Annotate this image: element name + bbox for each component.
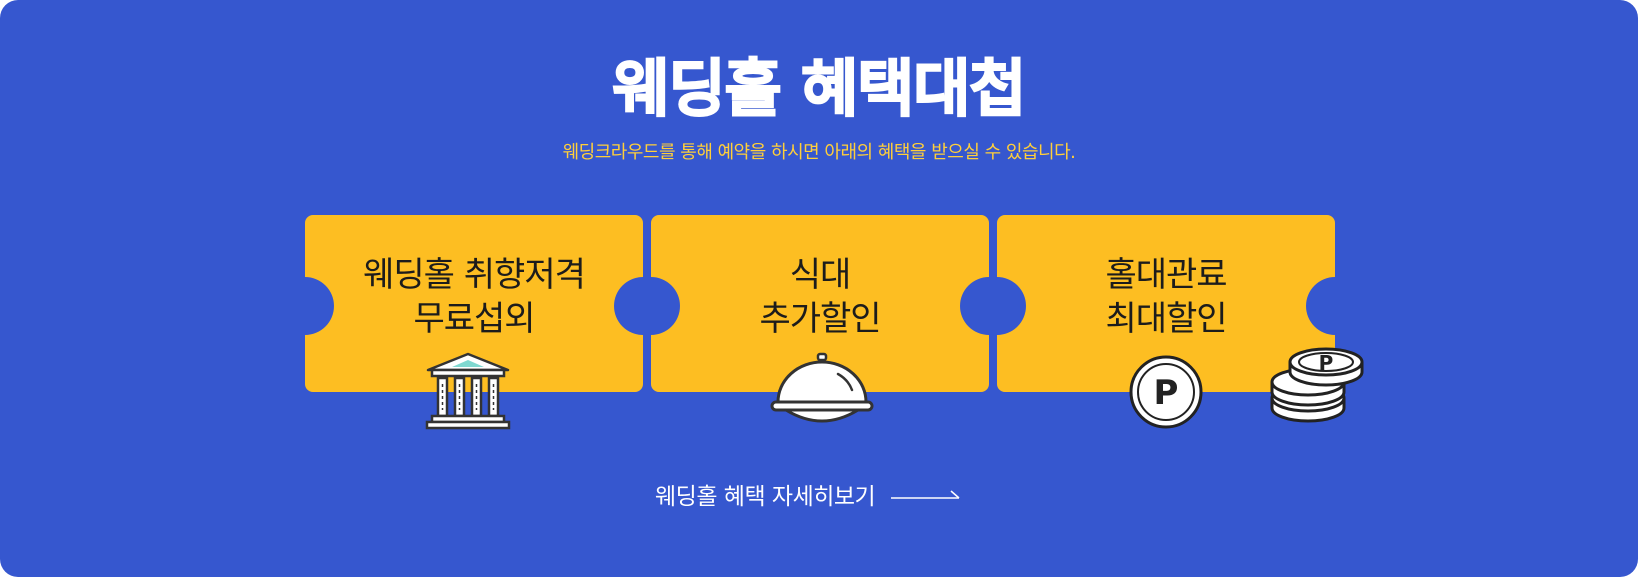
ticket-label-line2: 무료섭외	[413, 299, 535, 339]
ticket-label-line1: 식대	[789, 255, 852, 295]
banner-title: 웨딩홀 혜택대첩	[612, 51, 1028, 126]
ticket-label: 식대 추가할인	[671, 253, 969, 341]
coin-letter: P	[1319, 351, 1334, 375]
ticket-shape	[651, 215, 989, 392]
ticket-label-line1: 웨딩홀 취향저격	[363, 255, 586, 295]
view-benefits-link[interactable]: 웨딩홀 혜택 자세히보기	[655, 476, 961, 512]
ticket-label-line2: 최대할인	[1105, 299, 1227, 339]
ticket-meal-discount: 식대 추가할인	[651, 215, 989, 392]
cloche-icon	[770, 352, 874, 423]
ticket-free-venue: 웨딩홀 취향저격 무료섭외	[305, 215, 643, 392]
ticket-shape	[305, 215, 643, 392]
view-benefits-label: 웨딩홀 혜택 자세히보기	[655, 484, 876, 510]
ticket-label-line1: 홀대관료	[1105, 255, 1227, 295]
ticket-shape	[997, 215, 1335, 392]
ticket-label-line2: 추가할인	[759, 299, 881, 339]
coin-icon: P	[1129, 355, 1203, 429]
coin-letter: P	[1154, 373, 1179, 413]
banner-subtitle: 웨딩크라우드를 통해 예약을 하시면 아래의 혜택을 받으실 수 있습니다.	[562, 142, 1076, 163]
coins-icon: P	[1270, 347, 1364, 423]
ticket-label: 웨딩홀 취향저격 무료섭외	[325, 253, 623, 341]
building-icon	[425, 352, 511, 430]
ticket-rental-discount: 홀대관료 최대할인	[997, 215, 1335, 392]
ticket-label: 홀대관료 최대할인	[1017, 253, 1315, 341]
arrow-right-icon	[891, 490, 960, 499]
